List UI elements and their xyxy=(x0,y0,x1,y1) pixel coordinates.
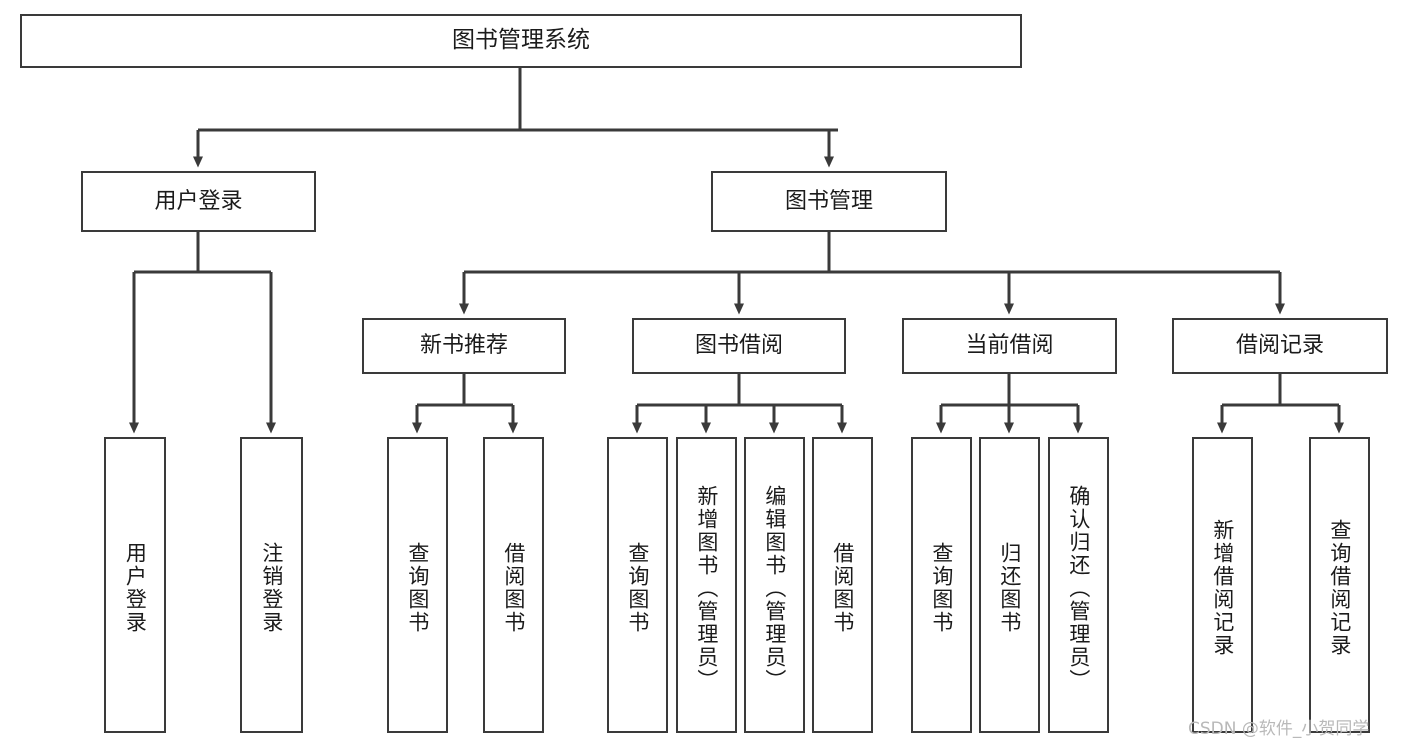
node-label: 归还图书 xyxy=(997,542,1022,634)
node-current-borrow[interactable]: 当前借阅 xyxy=(902,318,1117,374)
node-label: 用户登录 xyxy=(123,542,148,634)
leaf-record-add-record[interactable]: 新增借阅记录 xyxy=(1192,437,1253,733)
leaf-new-book-borrow-book[interactable]: 借阅图书 xyxy=(483,437,544,733)
node-label: 图书借阅 xyxy=(694,333,783,359)
node-label: 用户登录 xyxy=(154,188,243,214)
leaf-borrow-edit-book-admin[interactable]: 编辑图书（管理员） xyxy=(744,437,805,733)
leaf-borrow-add-book-admin[interactable]: 新增图书（管理员） xyxy=(676,437,737,733)
node-label: 查询图书 xyxy=(929,542,954,634)
leaf-borrow-borrow-book[interactable]: 借阅图书 xyxy=(812,437,873,733)
node-label: 注销登录 xyxy=(259,542,284,634)
leaf-current-query-book[interactable]: 查询图书 xyxy=(911,437,972,733)
node-label: 查询图书 xyxy=(625,542,650,634)
node-book-borrow[interactable]: 图书借阅 xyxy=(632,318,846,374)
node-label: 新增图书（管理员） xyxy=(694,484,719,692)
node-label: 图书管理 xyxy=(784,188,873,214)
node-label: 确认归还（管理员） xyxy=(1066,484,1091,692)
node-user-login[interactable]: 用户登录 xyxy=(81,171,316,232)
leaf-current-confirm-return-admin[interactable]: 确认归还（管理员） xyxy=(1048,437,1109,733)
leaf-user-login-login[interactable]: 用户登录 xyxy=(104,437,166,733)
leaf-user-login-logout[interactable]: 注销登录 xyxy=(240,437,303,733)
leaf-new-book-query-book[interactable]: 查询图书 xyxy=(387,437,448,733)
node-label: 借阅记录 xyxy=(1235,333,1324,359)
node-label: 图书管理系统 xyxy=(452,27,590,54)
node-label: 借阅图书 xyxy=(501,542,526,634)
node-label: 当前借阅 xyxy=(965,333,1054,359)
node-label: 新增借阅记录 xyxy=(1210,519,1235,657)
node-borrow-record[interactable]: 借阅记录 xyxy=(1172,318,1388,374)
node-label: 查询图书 xyxy=(405,542,430,634)
node-label: 查询借阅记录 xyxy=(1327,519,1352,657)
leaf-record-query-record[interactable]: 查询借阅记录 xyxy=(1309,437,1370,733)
node-label: 借阅图书 xyxy=(830,542,855,634)
node-label: 新书推荐 xyxy=(419,333,508,359)
node-root-library-system[interactable]: 图书管理系统 xyxy=(20,14,1022,68)
node-new-book-recommend[interactable]: 新书推荐 xyxy=(362,318,566,374)
leaf-borrow-query-book[interactable]: 查询图书 xyxy=(607,437,668,733)
node-label: 编辑图书（管理员） xyxy=(762,484,787,692)
node-book-management[interactable]: 图书管理 xyxy=(711,171,947,232)
leaf-current-return-book[interactable]: 归还图书 xyxy=(979,437,1040,733)
csdn-watermark: CSDN @软件_小贺同学 xyxy=(1188,719,1370,739)
